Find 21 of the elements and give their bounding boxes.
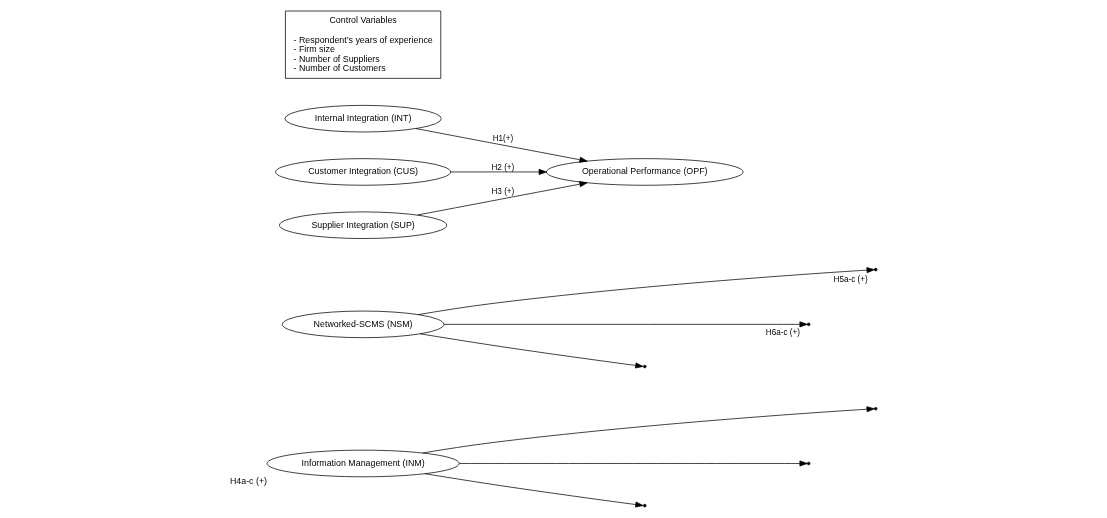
node-ellipse: Supplier Integration (SUP) — [279, 211, 448, 239]
node-ellipse: Customer Integration (CUS) — [275, 158, 451, 186]
node-ellipse: Information Management (INM) — [266, 449, 460, 478]
arrow — [417, 181, 588, 216]
node-box: Control Variables - Respondent’s years of experience - Firm size - Number of Suppliers - Number of Customers — [285, 10, 442, 79]
node-label: H4a-c (+) — [229, 475, 268, 486]
edge-label: H5a-c (+) — [833, 275, 868, 285]
node-ellipse: Networked-SCMS (NSM) — [281, 310, 445, 339]
arrow — [422, 406, 875, 454]
arrow — [443, 321, 808, 328]
edge-label: H3 (+) — [491, 187, 515, 196]
edge-label: H6a-c (+) — [765, 328, 800, 338]
arrow — [415, 128, 588, 163]
edge-label: H2 (+) — [491, 162, 515, 172]
arrow — [419, 333, 644, 369]
arrow — [417, 267, 875, 315]
arrow — [424, 473, 644, 508]
arrow — [450, 169, 547, 175]
node-ellipse: Internal Integration (INT) — [284, 105, 442, 133]
edge-label: H1(+) — [492, 133, 514, 143]
arrow — [459, 460, 808, 467]
